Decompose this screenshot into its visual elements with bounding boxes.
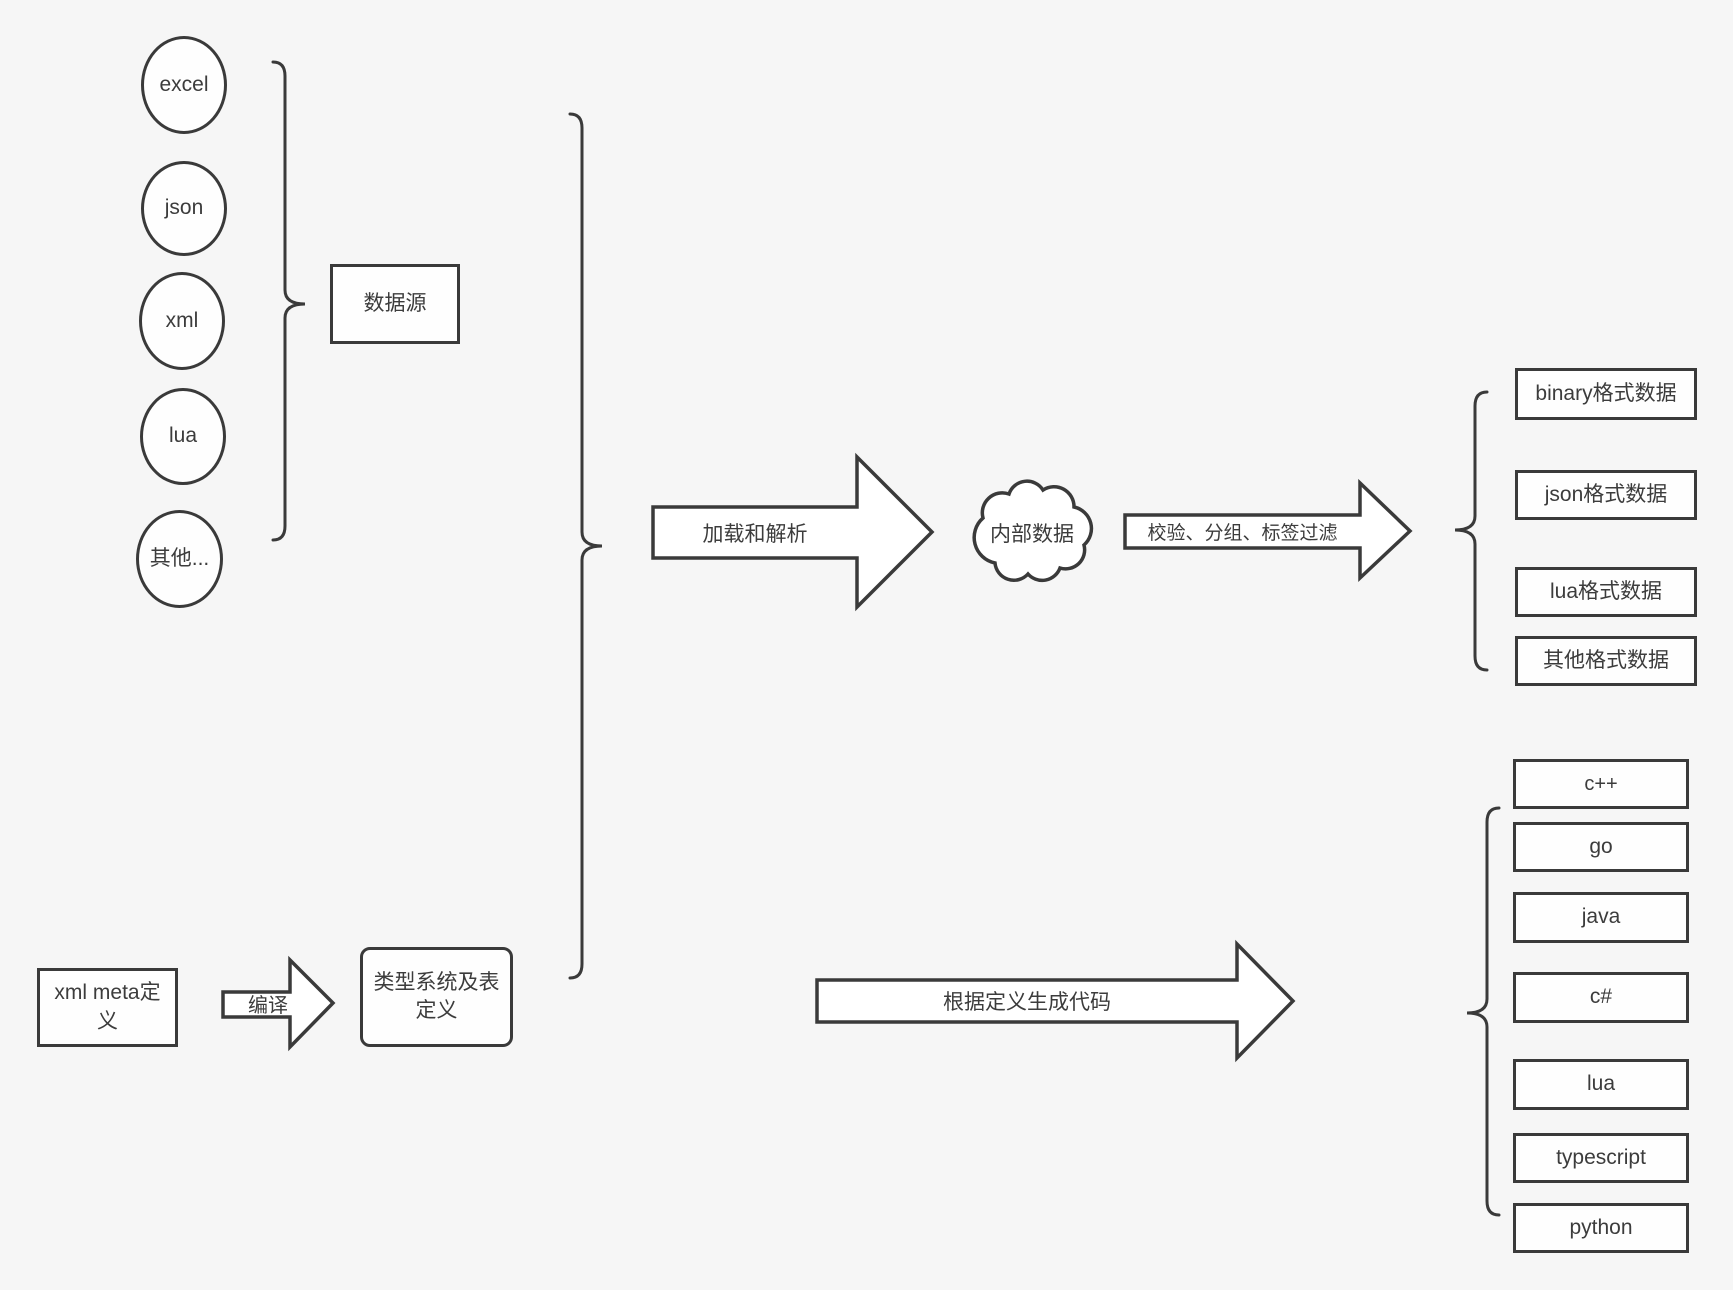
- brace-sources: [271, 60, 306, 542]
- brace-data-formats: [1454, 390, 1489, 672]
- filter-arrow-label: 校验、分组、标签过滤: [1147, 522, 1338, 544]
- language-box-cpp: c++: [1513, 759, 1689, 809]
- format-box-lua: lua格式数据: [1515, 567, 1697, 617]
- load-parse-arrow: [651, 452, 935, 612]
- xml-meta-box: xml meta定义: [37, 968, 178, 1047]
- format-box-other: 其他格式数据: [1515, 636, 1697, 686]
- internal-data-label: 内部数据: [990, 522, 1074, 546]
- source-node-excel: excel: [141, 36, 227, 134]
- brace-pipeline-input: [568, 112, 603, 980]
- filter-arrow: [1123, 478, 1413, 583]
- source-node-xml: xml: [139, 272, 225, 370]
- language-box-csharp: c#: [1513, 972, 1689, 1023]
- compile-arrow: [221, 955, 336, 1052]
- codegen-arrow-label: 根据定义生成代码: [943, 991, 1111, 1014]
- type-system-box: 类型系统及表定义: [360, 947, 513, 1047]
- language-box-typescript: typescript: [1513, 1133, 1689, 1183]
- format-box-json: json格式数据: [1515, 470, 1697, 520]
- load-parse-arrow-label: 加载和解析: [702, 522, 808, 546]
- source-node-json: json: [141, 161, 227, 256]
- language-box-java: java: [1513, 892, 1689, 943]
- language-box-python: python: [1513, 1203, 1689, 1253]
- source-node-lua: lua: [140, 388, 226, 485]
- format-box-binary: binary格式数据: [1515, 368, 1697, 420]
- codegen-arrow: [815, 939, 1296, 1063]
- brace-languages: [1466, 806, 1501, 1217]
- compile-arrow-label: 编译: [248, 995, 288, 1017]
- language-box-lua: lua: [1513, 1059, 1689, 1110]
- data-source-box: 数据源: [330, 264, 460, 344]
- internal-data-cloud: [972, 479, 1094, 583]
- source-node-other: 其他...: [136, 510, 223, 608]
- language-box-go: go: [1513, 822, 1689, 872]
